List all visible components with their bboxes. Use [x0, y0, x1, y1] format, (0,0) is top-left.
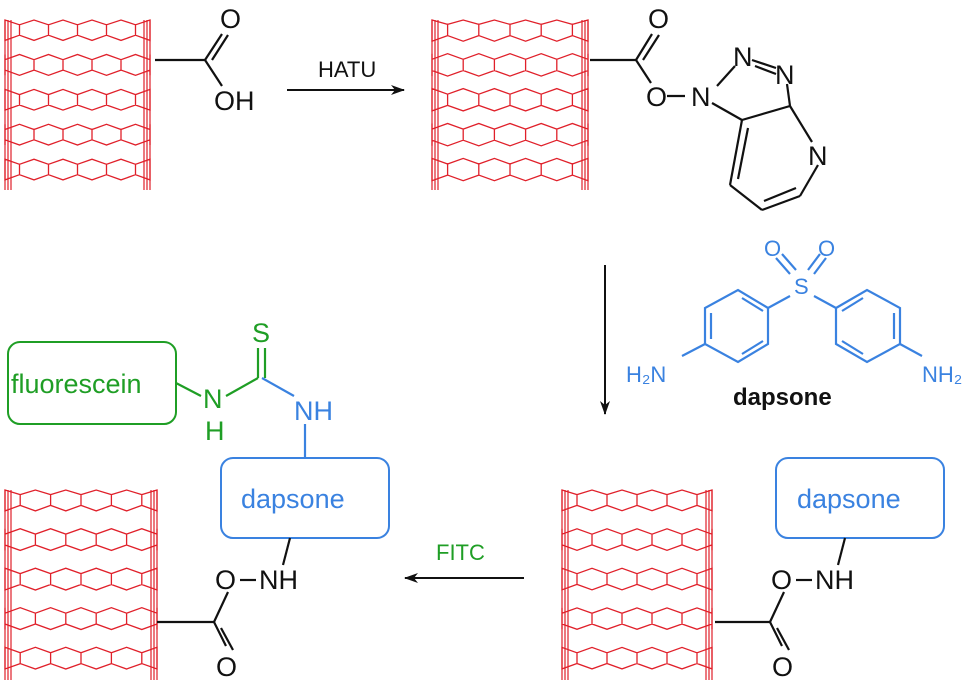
- hoat-ester-bonds: [590, 33, 819, 212]
- thiourea-h-left: H: [205, 416, 225, 446]
- fluorescein-label: fluorescein: [11, 369, 142, 399]
- thiourea-n-left: N: [203, 384, 223, 414]
- nanotube-lattice: [4, 489, 158, 670]
- nanotube-2: [431, 19, 589, 190]
- carboxylic-acid-group: [155, 33, 229, 87]
- dapsone-oxygen-left: O: [764, 236, 781, 261]
- thiourea-sulfur: S: [252, 318, 270, 348]
- step4-linker-bonds: [157, 537, 292, 651]
- step3-carbonyl-oxygen: O: [772, 652, 793, 680]
- dapsone-box-step4-label: dapsone: [241, 484, 345, 514]
- triazole-nitrogen-2: N: [733, 42, 753, 72]
- triazole-nitrogen-1: N: [691, 82, 711, 112]
- triazole-nitrogen-3: N: [775, 60, 795, 90]
- dapsone-oxygen-right: O: [818, 236, 835, 261]
- dapsone-sulfur: S: [794, 274, 809, 299]
- nanotube-1: [4, 19, 151, 190]
- dapsone-amine-left: H₂N: [626, 362, 666, 387]
- nanotube-lattice: [561, 489, 713, 670]
- acid-carbonyl-oxygen: O: [220, 4, 241, 34]
- dapsone-box-step3: [775, 457, 945, 539]
- dapsone-box-step3-label: dapsone: [797, 484, 901, 514]
- dapsone-box-step4: [220, 457, 390, 539]
- step3-oxygen-link: O: [771, 565, 792, 595]
- reagent-fitc: FITC: [436, 540, 485, 565]
- dapsone-name-label: dapsone: [733, 384, 832, 411]
- pyridine-nitrogen: N: [808, 141, 828, 171]
- nanotube-3: [4, 489, 158, 680]
- step4-nh: NH: [259, 565, 298, 595]
- ester-linking-oxygen: O: [646, 82, 667, 112]
- reagent-hatu: HATU: [318, 57, 376, 82]
- acid-hydroxyl: OH: [214, 86, 255, 116]
- step4-carbonyl-oxygen: O: [216, 652, 237, 680]
- thiourea-bond-blue: [261, 377, 295, 397]
- step3-nh: NH: [815, 565, 854, 595]
- step4-oxygen-link: O: [215, 565, 236, 595]
- step3-linker-bonds: [715, 537, 847, 651]
- dapsone-amine-right: NH₂: [922, 362, 962, 387]
- nanotube-lattice: [4, 19, 151, 181]
- ester-carbonyl-oxygen: O: [648, 4, 669, 34]
- nanotube-lattice: [431, 19, 589, 182]
- dapsone-structure: [681, 253, 923, 364]
- thiourea-nh-right: NH: [294, 396, 333, 426]
- thiourea-bonds-green: [175, 348, 267, 397]
- nanotube-4: [561, 489, 713, 680]
